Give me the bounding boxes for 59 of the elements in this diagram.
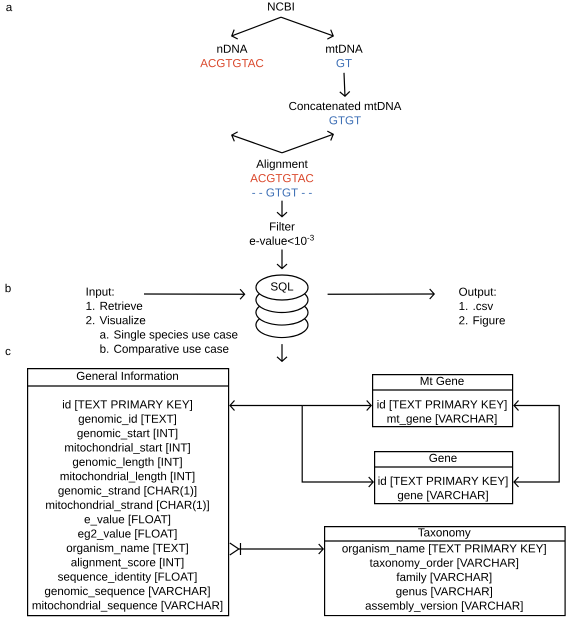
field-name: genomic_id [TEXT] bbox=[78, 414, 176, 426]
field-name: gene [VARCHAR] bbox=[398, 490, 488, 502]
field-name: assembly_version [VARCHAR] bbox=[366, 601, 523, 612]
arrow bbox=[339, 72, 350, 97]
panel-letter: b bbox=[6, 284, 11, 292]
sequence-label: nDNA ACGTGTAC bbox=[200, 44, 264, 68]
field-name: genomic_start [INT] bbox=[77, 428, 178, 440]
field-name: id [TEXT PRIMARY KEY] bbox=[378, 476, 508, 488]
sequence-label: mtDNA GT bbox=[326, 44, 363, 68]
relationship-arrow bbox=[229, 542, 324, 556]
input-list: Input: 1. Retrieve 2. Visualize a. Single species use case b. Comparative use case bbox=[86, 288, 238, 356]
double-arrow bbox=[513, 400, 560, 488]
field-name: genomic_sequence [VARCHAR] bbox=[44, 586, 210, 598]
field-name: genomic_length [INT] bbox=[72, 457, 182, 468]
arrow bbox=[231, 131, 282, 154]
field-name: family [VARCHAR] bbox=[396, 572, 492, 584]
entity-table bbox=[324, 526, 566, 616]
field-name: id [TEXT PRIMARY KEY] bbox=[62, 400, 192, 411]
field-name: organism_name [TEXT PRIMARY KEY] bbox=[342, 544, 546, 555]
field-name: alignment_score [INT] bbox=[71, 558, 184, 569]
panel-letter: c bbox=[6, 348, 11, 356]
field-name: genus [VARCHAR] bbox=[396, 586, 492, 598]
entity-table bbox=[27, 368, 230, 616]
filter-label: Filter e-value<10$^{-3}$ bbox=[250, 222, 314, 245]
field-name: e_value [FLOAT] bbox=[84, 514, 170, 526]
arrow bbox=[144, 288, 246, 300]
sequence-label: Concatenated mtDNA GTGT bbox=[289, 102, 402, 124]
arrow bbox=[229, 400, 302, 411]
arrow bbox=[276, 344, 288, 362]
arrow bbox=[231, 16, 282, 40]
field-name: mitochondrial_strand [CHAR(1)] bbox=[46, 500, 209, 512]
field-name: taxonomy_order [VARCHAR] bbox=[370, 558, 518, 570]
field-name: mitochondrial_start [INT] bbox=[65, 443, 190, 454]
table-title: Taxonomy bbox=[418, 528, 471, 539]
table-title: General Information bbox=[76, 372, 178, 380]
table-title: Gene bbox=[429, 454, 457, 462]
arrow bbox=[328, 288, 435, 300]
arrow bbox=[276, 250, 288, 270]
table-title: Mt Gene bbox=[420, 376, 464, 386]
source-label: NCBI bbox=[268, 2, 294, 11]
field-name: mitochondrial_length [INT] bbox=[60, 472, 194, 483]
field-name: mt_gene [VARCHAR] bbox=[387, 414, 496, 426]
field-name: sequence_identity [FLOAT] bbox=[58, 572, 197, 584]
entity-table bbox=[374, 451, 514, 504]
arrow bbox=[302, 400, 372, 411]
field-name: eg2_value [FLOAT] bbox=[78, 529, 177, 540]
database-stack: SQL bbox=[255, 274, 309, 338]
arrow bbox=[276, 200, 288, 218]
arrow bbox=[302, 406, 374, 488]
panel-letter: a bbox=[6, 4, 12, 12]
alignment-label: Alignment ACGTGTAC - - GTGT - - bbox=[250, 159, 314, 197]
field-name: id [TEXT PRIMARY KEY] bbox=[377, 400, 506, 411]
arrow bbox=[280, 16, 334, 40]
field-name: organism_name [TEXT] bbox=[66, 544, 188, 554]
field-name: mitochondrial_sequence [VARCHAR] bbox=[32, 600, 222, 612]
field-name: genomic_strand [CHAR(1)] bbox=[58, 486, 196, 497]
entity-table bbox=[372, 374, 514, 428]
arrow bbox=[282, 130, 334, 154]
output-list: Output: 1. .csv 2. Figure bbox=[459, 288, 505, 327]
